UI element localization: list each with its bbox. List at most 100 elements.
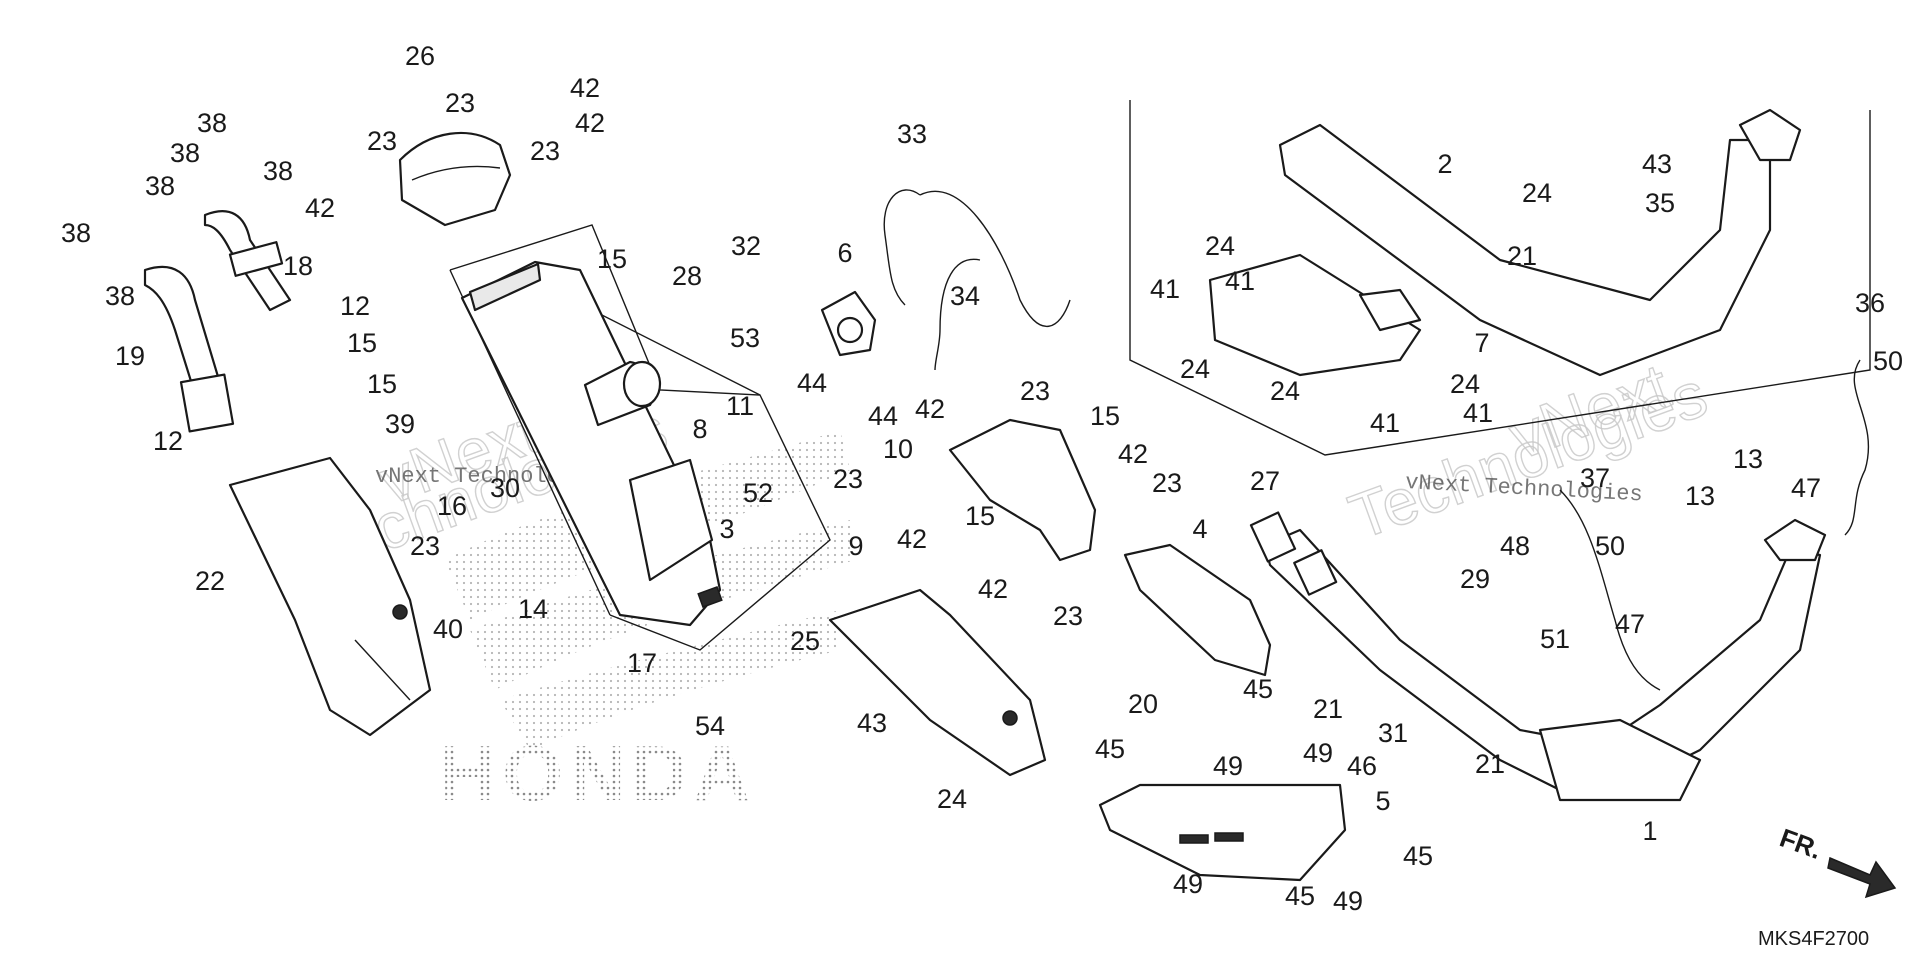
chamber-heat-shield-lower — [1098, 783, 1347, 882]
callout-c42a: 42 — [570, 73, 600, 103]
callout-c38a: 38 — [197, 108, 227, 138]
callout-c23e: 23 — [833, 464, 863, 494]
callout-c50b: 50 — [1595, 531, 1625, 561]
callout-c23g: 23 — [1053, 601, 1083, 631]
callout-c54: 54 — [695, 711, 725, 741]
callout-c23a: 23 — [445, 88, 475, 118]
callout-c45b: 45 — [1095, 734, 1125, 764]
svg-text:Technologies: Technologies — [1340, 358, 1716, 553]
callout-c23c: 23 — [367, 126, 397, 156]
callout-c5: 5 — [1375, 786, 1390, 816]
callout-c39: 39 — [385, 409, 415, 439]
callout-c17: 17 — [627, 648, 657, 678]
callout-c24f: 24 — [1450, 369, 1480, 399]
chamber-heat-shield-upper — [1123, 543, 1272, 677]
callout-c44b: 44 — [868, 401, 898, 431]
callout-c16: 16 — [437, 491, 467, 521]
callout-c15d: 15 — [1090, 401, 1120, 431]
callout-c49b: 49 — [1303, 738, 1333, 768]
muffler-body — [460, 260, 723, 627]
exhaust-valve-actuator — [820, 290, 877, 357]
callout-c25: 25 — [790, 626, 820, 656]
honda-brand-text: HONDA — [440, 729, 756, 817]
callout-c42b: 42 — [575, 108, 605, 138]
callout-c36: 36 — [1855, 288, 1885, 318]
callout-c28: 28 — [672, 261, 702, 291]
callout-c23f: 23 — [1152, 468, 1182, 498]
callout-c38f: 38 — [105, 281, 135, 311]
callout-c52: 52 — [743, 478, 773, 508]
callout-c3: 3 — [719, 514, 734, 544]
callout-c49d: 49 — [1333, 886, 1363, 916]
callout-c15b: 15 — [347, 328, 377, 358]
callout-c18: 18 — [283, 251, 313, 281]
callout-c44a: 44 — [797, 368, 827, 398]
muffler-end-cap — [398, 131, 512, 227]
callout-c12a: 12 — [340, 291, 370, 321]
callout-c31: 31 — [1378, 718, 1408, 748]
exhaust-pipe-upper — [1278, 108, 1802, 377]
callout-c24b: 24 — [1522, 178, 1552, 208]
callout-c15a: 15 — [597, 244, 627, 274]
callout-c24e: 24 — [1270, 376, 1300, 406]
callout-c12b: 12 — [153, 426, 183, 456]
callout-c2: 2 — [1437, 149, 1452, 179]
callout-c1: 1 — [1642, 816, 1657, 846]
callout-c40: 40 — [433, 614, 463, 644]
callout-c13a: 13 — [1733, 444, 1763, 474]
callout-c13b: 13 — [1685, 481, 1715, 511]
callout-c10: 10 — [883, 434, 913, 464]
callout-c47a: 47 — [1791, 473, 1821, 503]
callout-c38d: 38 — [145, 171, 175, 201]
callout-c43b: 43 — [1642, 149, 1672, 179]
callout-c49a: 49 — [1213, 751, 1243, 781]
callout-c20: 20 — [1128, 689, 1158, 719]
callout-c42f: 42 — [897, 524, 927, 554]
oxygen-sensor-wires — [1559, 359, 1870, 691]
callout-c41c: 41 — [1370, 408, 1400, 438]
callout-c48: 48 — [1500, 531, 1530, 561]
callout-c42c: 42 — [305, 193, 335, 223]
actuator-bracket — [948, 418, 1097, 562]
callout-c24a: 24 — [937, 784, 967, 814]
front-direction-label: FR. — [1776, 822, 1826, 865]
callout-c27: 27 — [1250, 466, 1280, 496]
callout-c7: 7 — [1474, 328, 1489, 358]
callout-c42e: 42 — [1118, 439, 1148, 469]
callout-c19: 19 — [115, 341, 145, 371]
callout-c26a: 26 — [405, 41, 435, 71]
callout-c49c: 49 — [1173, 869, 1203, 899]
callout-c23h: 23 — [410, 531, 440, 561]
callout-c53: 53 — [730, 323, 760, 353]
callout-c32: 32 — [731, 231, 761, 261]
callout-c38b: 38 — [170, 138, 200, 168]
control-cables — [883, 189, 1071, 371]
callout-c42g: 42 — [978, 574, 1008, 604]
callout-c45d: 45 — [1285, 881, 1315, 911]
callout-c23d: 23 — [1020, 376, 1050, 406]
callout-c34: 34 — [950, 281, 980, 311]
muffler-heat-shield — [228, 456, 432, 737]
callout-c37: 37 — [1580, 463, 1610, 493]
callout-c46: 46 — [1347, 751, 1377, 781]
callout-c24d: 24 — [1180, 354, 1210, 384]
lower-heat-cover — [828, 588, 1047, 777]
callout-c9: 9 — [848, 531, 863, 561]
callout-c50a: 50 — [1873, 346, 1903, 376]
callout-c14: 14 — [518, 594, 548, 624]
callout-c22: 22 — [195, 566, 225, 596]
callout-c23b: 23 — [530, 136, 560, 166]
joint-pipe-upper — [203, 210, 292, 312]
callout-c30: 30 — [490, 473, 520, 503]
callout-c38c: 38 — [263, 156, 293, 186]
callout-c15c: 15 — [367, 369, 397, 399]
callout-c21c: 21 — [1475, 749, 1505, 779]
callout-c11: 11 — [726, 391, 754, 421]
callout-c51: 51 — [1540, 624, 1570, 654]
callout-c35: 35 — [1645, 188, 1675, 218]
callout-c45c: 45 — [1403, 841, 1433, 871]
callout-c8: 8 — [692, 414, 707, 444]
diagram-code: MKS4F2700 — [1758, 928, 1869, 950]
callout-c42d: 42 — [915, 394, 945, 424]
